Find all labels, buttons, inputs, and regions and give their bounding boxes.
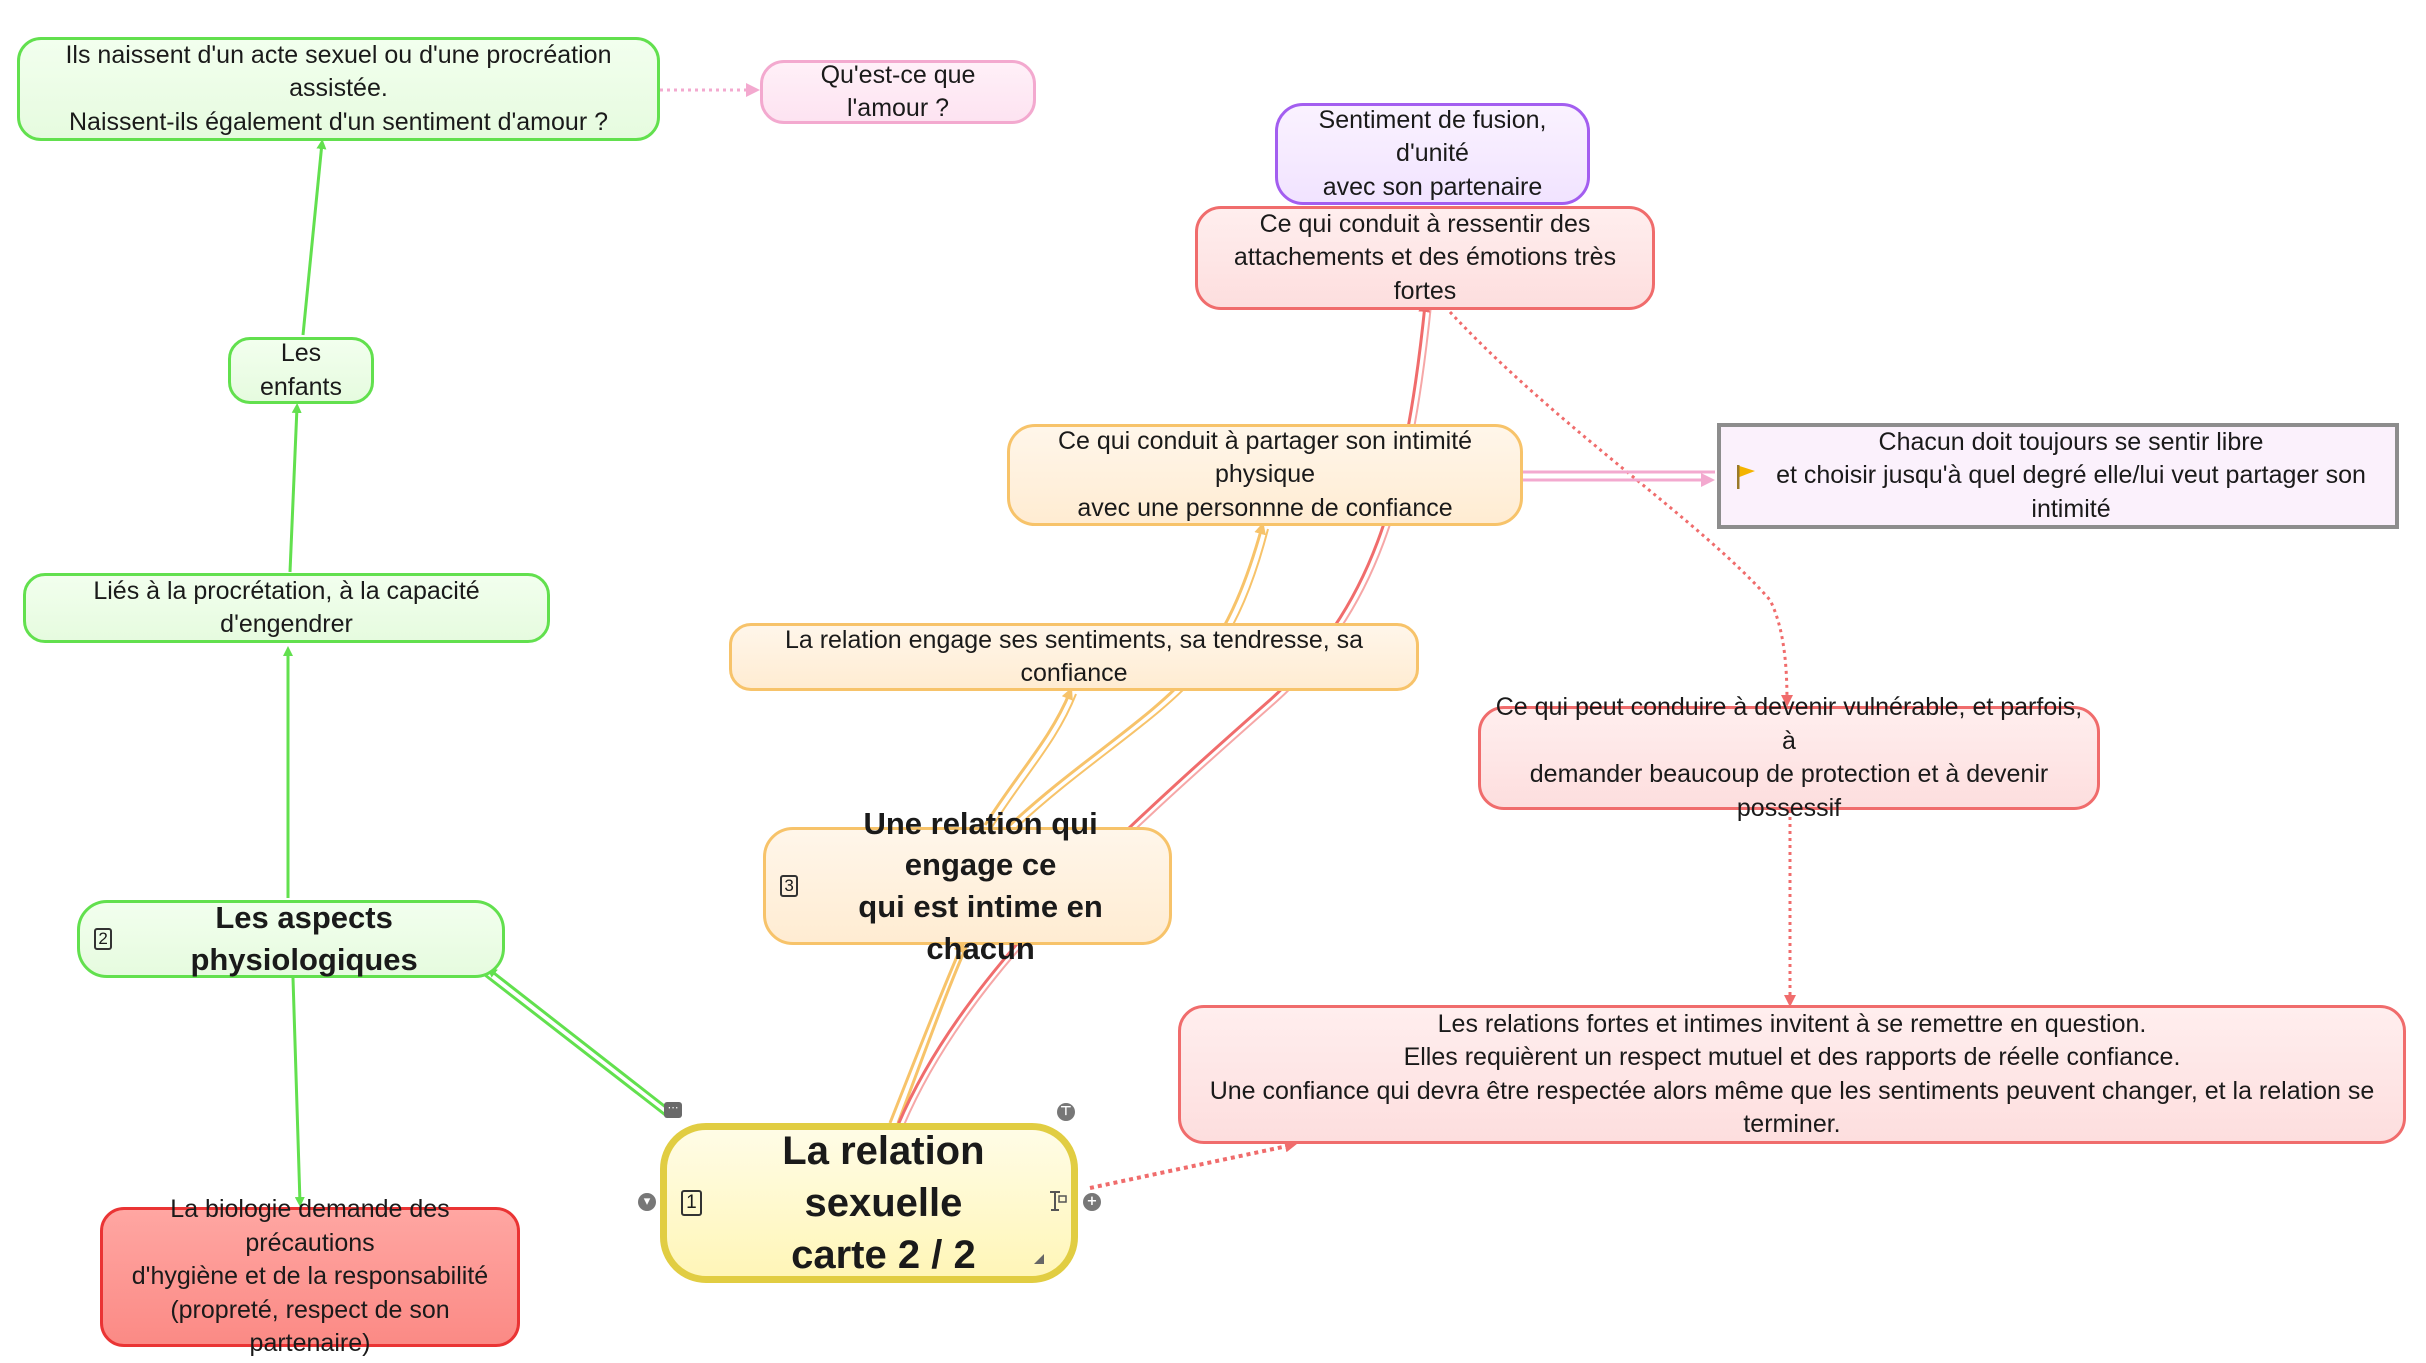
link-tool-icon[interactable]	[1046, 1190, 1068, 1214]
central-title-line2: carte 2 / 2	[791, 1233, 976, 1277]
node-amour[interactable]: Qu'est-ce que l'amour ?	[760, 60, 1036, 124]
node-enfants-question[interactable]: Ils naissent d'un acte sexuel ou d'une p…	[17, 37, 660, 141]
node-label: La relation engage ses sentiments, sa te…	[784, 625, 1364, 688]
resize-corner-icon[interactable]	[1032, 1252, 1046, 1266]
link-intimite-libre	[1523, 470, 1715, 487]
node-label: Ce qui peut conduire à devenir vulnérabl…	[1495, 693, 2083, 822]
node-label: Ils naissent d'un acte sexuel ou d'une p…	[65, 40, 612, 136]
node-enfants[interactable]: Les enfants	[228, 337, 374, 404]
node-fusion[interactable]: Sentiment de fusion, d'unité avec son pa…	[1275, 103, 1590, 205]
branch-label: Les aspects physiologiques	[190, 900, 418, 977]
link-enfants-question	[301, 139, 327, 336]
link-central-physio	[484, 967, 673, 1119]
link-physio-biologie	[291, 977, 305, 1207]
node-biologie[interactable]: La biologie demande des précautions d'hy…	[100, 1195, 520, 1357]
order-number-icon: 2	[94, 928, 113, 950]
link-central-relations	[1089, 1140, 1297, 1190]
branch-physio[interactable]: 2 Les aspects physiologiques	[77, 900, 505, 978]
add-child-icon[interactable]: +	[1083, 1193, 1101, 1211]
node-label: Les relations fortes et intimes invitent…	[1209, 1009, 2375, 1139]
flag-icon	[1737, 465, 1755, 489]
node-emotions[interactable]: Ce qui conduit à ressentir des attacheme…	[1195, 206, 1655, 310]
link-procreation-enfants	[288, 403, 302, 573]
note-libre[interactable]: Chacun doit toujours se sentir libre et …	[1717, 423, 2399, 529]
node-label: Liés à la procrétation, à la capacité d'…	[93, 576, 480, 639]
central-topic[interactable]: 1 La relation sexuelle carte 2 / 2	[660, 1123, 1078, 1283]
branch-intime[interactable]: 3 Une relation qui engage ce qui est int…	[763, 806, 1172, 966]
central-title-line1: La relation sexuelle	[782, 1129, 985, 1225]
node-relations-fortes[interactable]: Les relations fortes et intimes invitent…	[1178, 1005, 2406, 1144]
node-label: Ce qui conduit à ressentir des attacheme…	[1233, 209, 1617, 305]
node-label: Ce qui conduit à partager son intimité p…	[1057, 426, 1473, 522]
order-number-icon: 3	[780, 875, 799, 897]
node-label: Sentiment de fusion, d'unité avec son pa…	[1318, 105, 1547, 201]
link-emotions-vulnerable	[1448, 310, 1793, 707]
note-label: Chacun doit toujours se sentir libre et …	[1776, 427, 2366, 523]
node-label: Qu'est-ce que l'amour ?	[820, 60, 976, 123]
link-central-intime	[888, 940, 969, 1124]
link-intime-sentiments	[983, 687, 1077, 828]
node-label: Les enfants	[259, 339, 342, 401]
node-intimite[interactable]: Ce qui conduit à partager son intimité p…	[1007, 424, 1523, 526]
node-procreation[interactable]: Liés à la procrétation, à la capacité d'…	[23, 573, 550, 643]
notes-icon[interactable]: ⋯	[664, 1102, 682, 1118]
branch-label: Une relation qui engage ce qui est intim…	[858, 805, 1103, 966]
collapse-top-icon[interactable]: ⊤	[1057, 1103, 1075, 1121]
node-vulnerable[interactable]: Ce qui peut conduire à devenir vulnérabl…	[1478, 693, 2100, 822]
collapse-left-icon[interactable]: ▾	[638, 1193, 656, 1211]
order-number-icon: 1	[681, 1190, 702, 1216]
node-sentiments[interactable]: La relation engage ses sentiments, sa te…	[729, 623, 1419, 691]
node-label: La biologie demande des précautions d'hy…	[131, 1195, 489, 1358]
